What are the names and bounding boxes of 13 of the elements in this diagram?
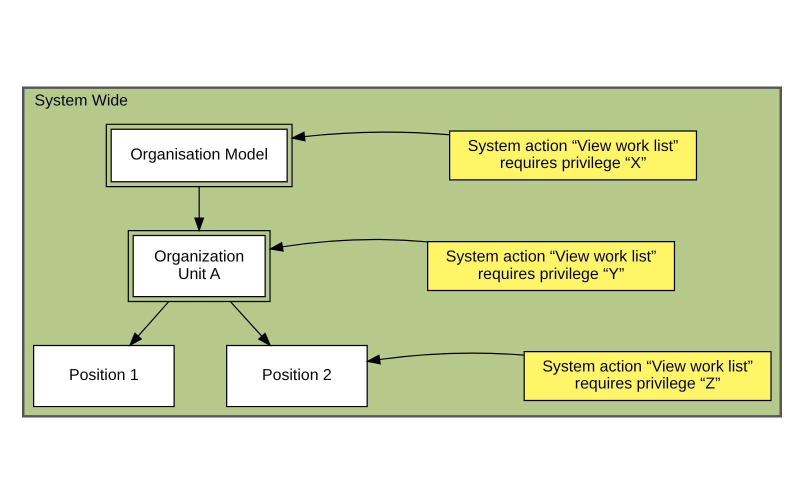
arrow (230, 301, 272, 347)
arrow (366, 352, 524, 364)
node-box: System action “View work list” requires privilege “Z” (524, 350, 772, 402)
node-box: System action “View work list” requires privilege “Y” (427, 241, 676, 292)
arrow (290, 131, 450, 142)
node-box: System action “View work list” requires privilege “X” (449, 130, 698, 181)
arrow (194, 186, 204, 232)
node-box: Organization Unit A (128, 230, 271, 302)
arrow (128, 301, 169, 347)
arrow (268, 238, 428, 252)
node-box: Position 2 (226, 344, 368, 408)
node-box: Position 1 (33, 344, 175, 408)
node-box: Organisation Model (106, 124, 293, 188)
